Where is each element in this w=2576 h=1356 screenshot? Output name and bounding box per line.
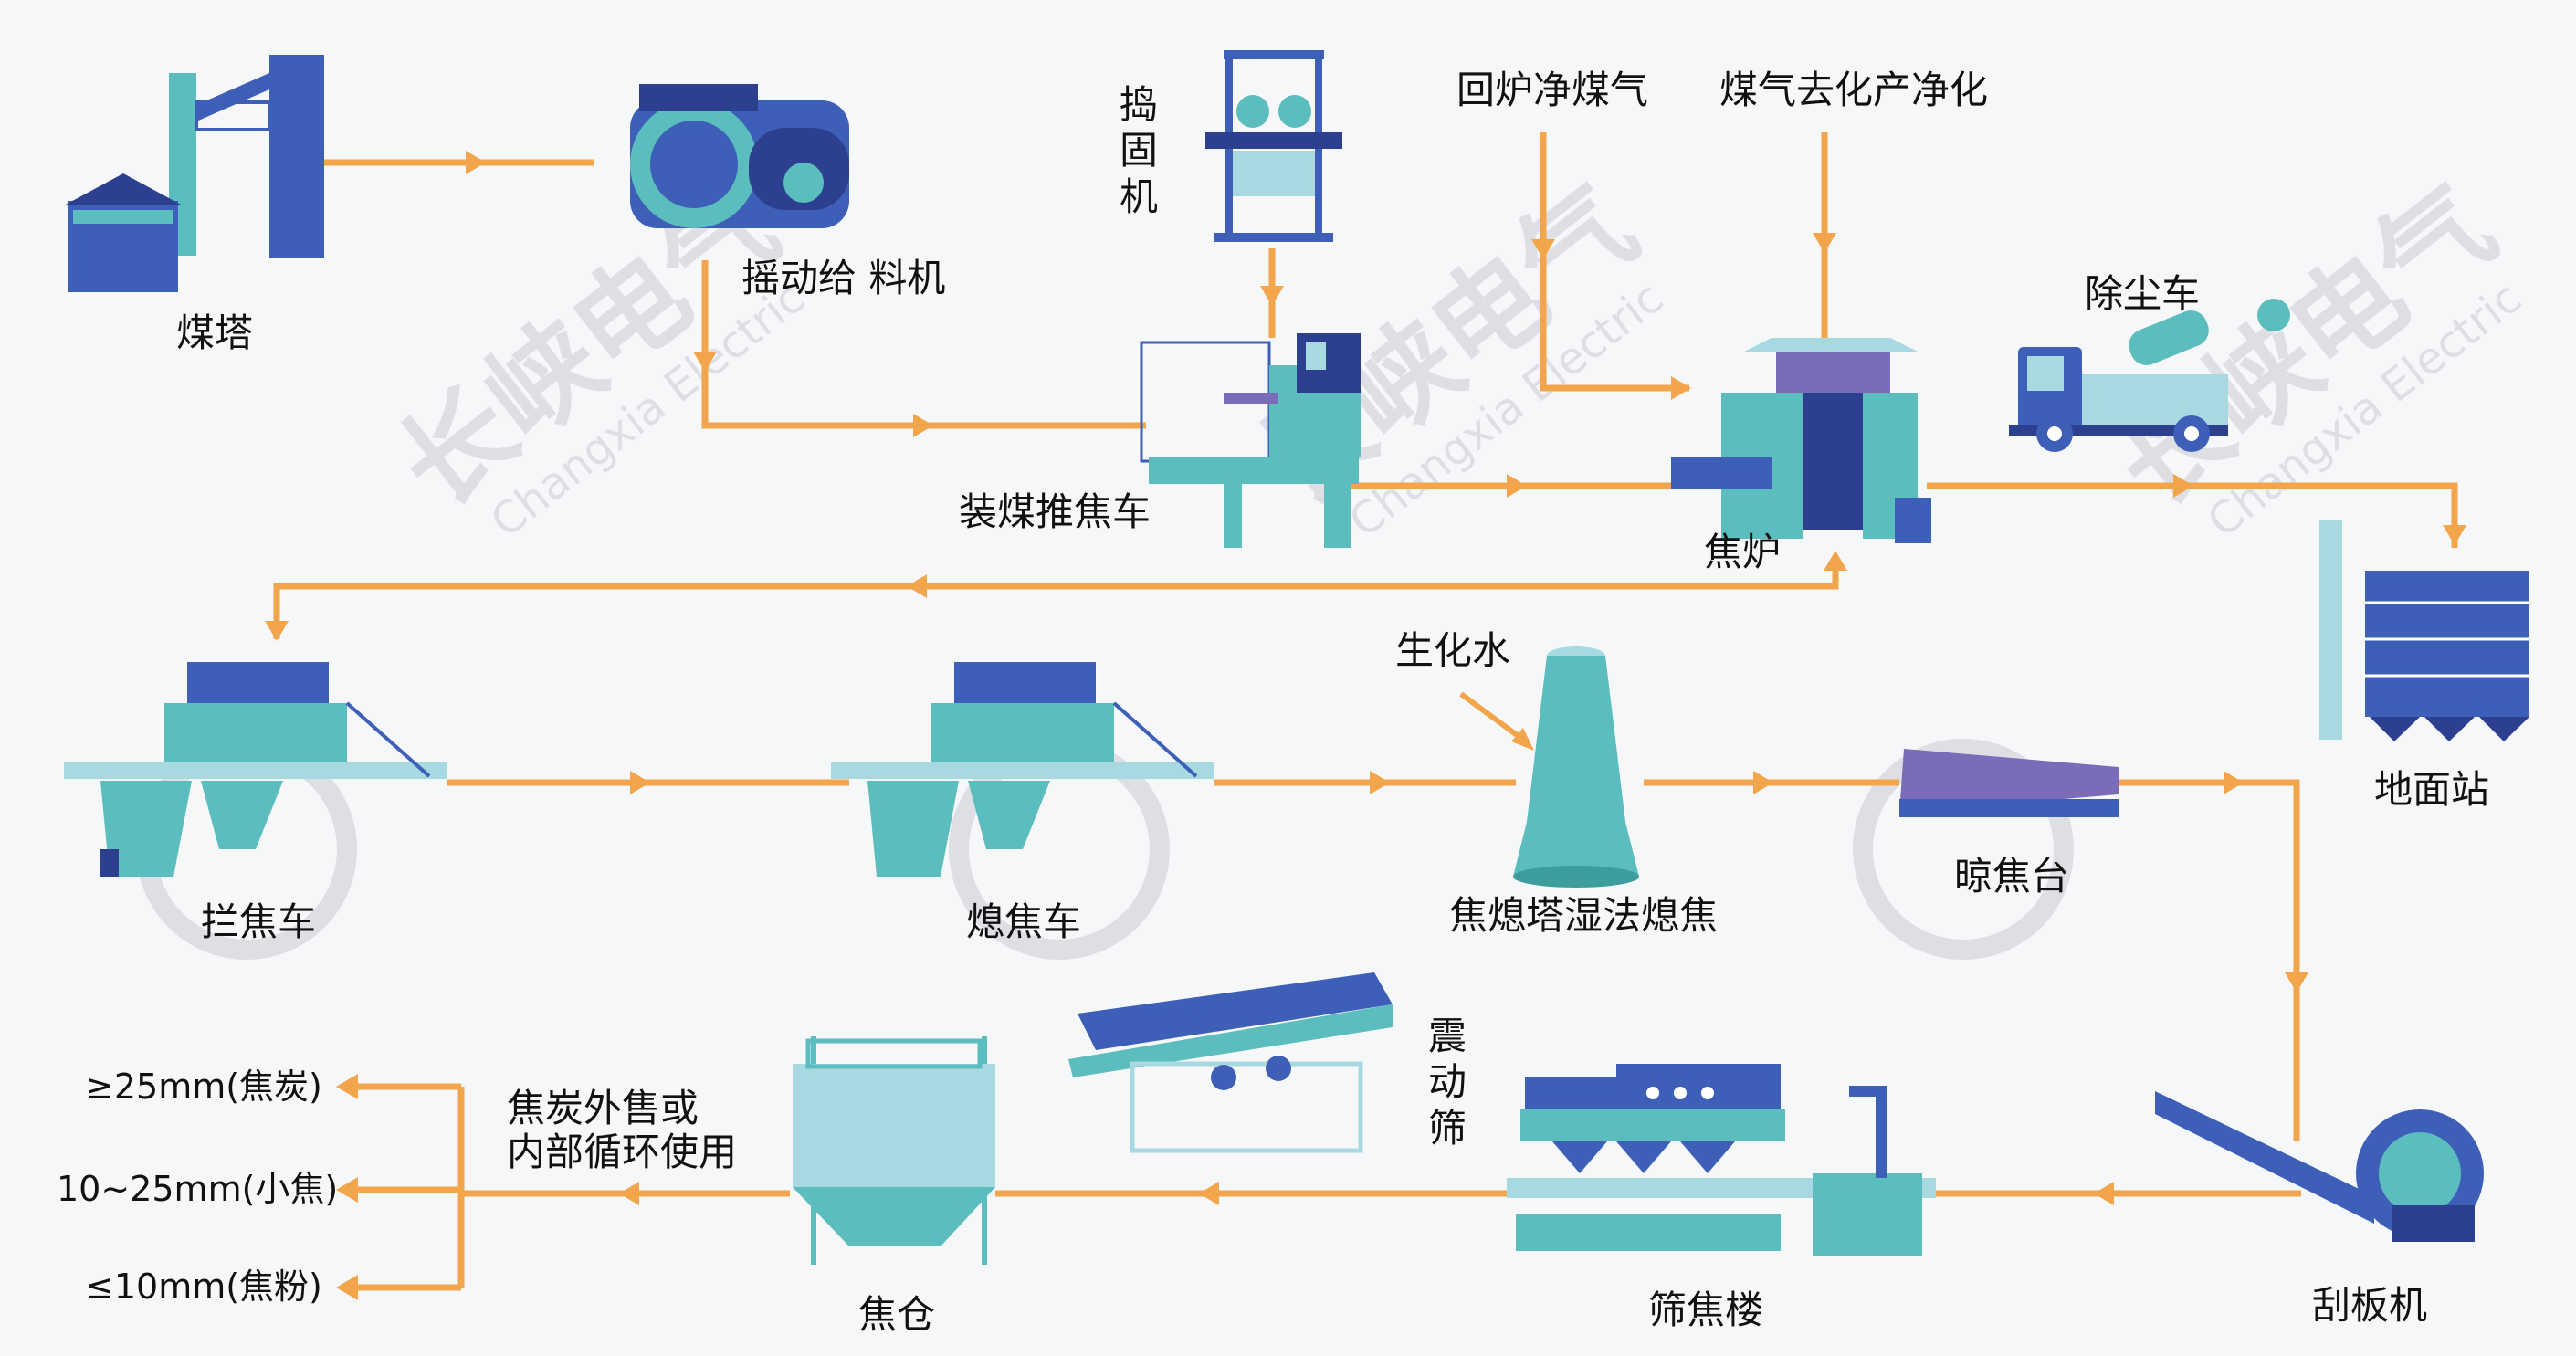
flow-arrowhead [2173, 474, 2193, 498]
label-sale-text: 焦炭外售或 内部循环使用 [507, 1086, 738, 1175]
flow-lines [265, 132, 2466, 1300]
flow-arrowhead [265, 621, 289, 641]
flow-arrowhead [336, 1177, 358, 1203]
guide-car-icon [64, 662, 447, 877]
flow-arrowhead [336, 1074, 358, 1099]
flow-arrowhead [2094, 1182, 2114, 1205]
label-tamper: 捣 固 机 [1119, 82, 1158, 219]
label-output-small: ≤10mm(焦粉) [85, 1267, 322, 1307]
flow-arrow [1540, 132, 1689, 392]
flow-arrowhead [1753, 771, 1773, 794]
label-guide-car: 拦焦车 [201, 899, 317, 944]
label-ground-station: 地面站 [2374, 767, 2490, 812]
label-coal-tower: 煤塔 [176, 310, 254, 355]
flow-arrowhead [619, 1182, 639, 1205]
label-screening-building: 筛焦楼 [1648, 1288, 1764, 1332]
quench-car-icon [831, 662, 1214, 877]
flow-arrowhead [693, 352, 717, 372]
ground-station-icon [2319, 520, 2529, 741]
flow-arrowhead [630, 771, 650, 794]
flow-arrowhead [1813, 233, 1836, 253]
label-scraper: 刮板机 [2312, 1283, 2428, 1328]
label-coke-bin: 焦仓 [858, 1292, 936, 1337]
flow-arrowhead [1507, 474, 1527, 498]
label-vibrating-screen: 震 动 筛 [1427, 1014, 1467, 1151]
flow-arrow [1459, 691, 1525, 742]
feeder-icon [630, 84, 849, 228]
flow-arrowhead [466, 151, 486, 174]
label-quench-tower: 焦熄塔湿法熄焦 [1449, 893, 1719, 938]
watermark-logo [1853, 739, 2074, 960]
label-quench-car: 熄焦车 [966, 899, 1082, 944]
quench-tower-icon [1513, 646, 1639, 888]
vibrating-screen-icon [1068, 972, 1393, 1153]
label-cooling-wharf: 晾焦台 [1954, 854, 2070, 899]
label-gas-to-chem: 煤气去化产净化 [1719, 68, 1989, 112]
flow-arrowhead [1824, 551, 1847, 571]
flow-arrowhead [1531, 239, 1555, 259]
label-return-gas: 回炉净煤气 [1456, 68, 1649, 112]
label-feeder: 摇动给 料机 [741, 256, 946, 300]
charging-car-icon [1140, 333, 1361, 548]
flow-arrowhead [1511, 728, 1534, 751]
cooling-wharf-icon [1899, 749, 2119, 817]
label-coke-oven: 焦炉 [1704, 530, 1782, 574]
label-charging-car: 装煤推焦车 [959, 489, 1151, 534]
tamper-icon [1205, 50, 1342, 242]
flow-arrowhead [2224, 771, 2244, 794]
coke-bin-icon [793, 1036, 995, 1265]
flow-arrowhead [913, 414, 933, 437]
label-output-large: ≥25mm(焦炭) [85, 1067, 322, 1107]
scraper-icon [2155, 1091, 2484, 1242]
flow-arrowhead [907, 574, 927, 598]
flow-arrowhead [336, 1275, 358, 1300]
coke-oven-icon [1671, 338, 1931, 543]
flow-arrowhead [1671, 376, 1691, 400]
dust-truck-icon [2009, 299, 2290, 452]
flow-arrowhead [1199, 1182, 1219, 1205]
flow-arrowhead [1260, 286, 1284, 306]
label-bio-water: 生化水 [1395, 628, 1511, 673]
flow-arrowhead [2285, 972, 2308, 993]
label-output-mid: 10~25mm(小焦) [57, 1169, 339, 1209]
label-dust-truck: 除尘车 [2085, 271, 2201, 316]
flow-arrowhead [2443, 525, 2466, 545]
flow-arrowhead [1370, 771, 1390, 794]
flow-arrow [273, 557, 1839, 639]
flow-arrow [701, 260, 1146, 429]
coal-tower-icon [64, 55, 324, 292]
screening-building-icon [1507, 1064, 1936, 1256]
flow-arrow [2119, 779, 2300, 1141]
